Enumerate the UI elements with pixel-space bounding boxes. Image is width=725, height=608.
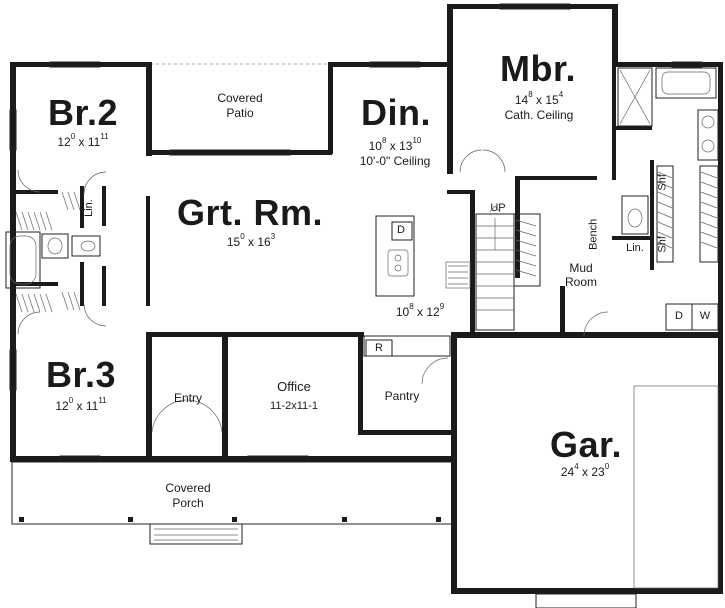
entry-label: Entry — [173, 391, 202, 405]
br3-d: 11 — [85, 399, 99, 413]
great-room-dims: 150 x 163 — [196, 232, 306, 250]
br2-dims: 120 x 1111 — [28, 132, 138, 150]
stairs — [475, 205, 515, 331]
mbr-w-sup: 8 — [528, 90, 533, 99]
windows — [9, 3, 703, 463]
garage-slab — [535, 385, 719, 608]
garage-dims: 244 x 230 — [530, 462, 640, 480]
bench-label: Bench — [587, 218, 600, 250]
din-w-sup: 8 — [381, 136, 387, 145]
kitchen-counter — [363, 261, 471, 357]
dishwasher-label: D — [397, 224, 405, 236]
washer-label: W — [699, 310, 711, 322]
hall-bath — [5, 231, 101, 289]
grt-w-sup: 0 — [240, 232, 245, 241]
master-bedroom-dims: 148 x 154 — [484, 90, 594, 108]
great-room-label: Grt. Rm. — [176, 192, 323, 233]
grt-d-sup: 3 — [270, 232, 276, 241]
exterior-walls — [10, 4, 723, 594]
kit-x: x — [417, 305, 423, 319]
master-bedroom-label: Mbr. — [499, 48, 576, 89]
dining-dims: 108 x 1310 — [340, 136, 450, 154]
kit-w: 10 — [395, 305, 410, 319]
door-swings — [17, 149, 609, 433]
br2-w-sup: 0 — [70, 132, 76, 141]
interior-walls — [14, 62, 654, 460]
mbr-w: 14 — [514, 93, 529, 107]
mud-room-label-line2: Room — [564, 275, 597, 289]
din-d: 13 — [399, 139, 413, 153]
kitchen-island — [375, 215, 415, 297]
gar-d: 23 — [591, 465, 605, 479]
br3-d-sup: 11 — [98, 396, 107, 405]
din-d-sup: 10 — [412, 136, 422, 145]
office-label: Office — [277, 379, 311, 394]
dining-label: Din. — [361, 92, 431, 133]
master-bath — [617, 67, 719, 235]
br3-w-sup: 0 — [68, 396, 74, 405]
grt-d: 16 — [257, 235, 271, 249]
garage-label: Gar. — [549, 424, 623, 465]
br2-d-sup: 11 — [100, 132, 109, 141]
br3-label: Br.3 — [45, 354, 117, 395]
patio-label-line2: Patio — [226, 106, 254, 120]
dining-ceiling-note: 10'-0" Ceiling — [359, 154, 431, 168]
shelf-label-1: Shf — [656, 174, 669, 191]
kit-d-sup: 9 — [439, 302, 445, 311]
stairs-up-label: UP — [490, 202, 506, 214]
br3-dims: 120 x 1111 — [26, 396, 136, 414]
master-ceiling-note: Cath. Ceiling — [504, 108, 574, 122]
linen-closet-label-2: Lin. — [626, 242, 644, 254]
porch-label-line2: Porch — [172, 496, 204, 510]
closet-shelving — [15, 165, 719, 313]
refrigerator-label: R — [375, 342, 383, 354]
mud-room-label-line1: Mud — [569, 261, 593, 275]
pantry-label: Pantry — [384, 389, 420, 403]
mbr-d: 15 — [545, 93, 559, 107]
porch-outline — [11, 457, 453, 545]
grt-x: x — [248, 235, 254, 249]
porch-label-line1: Covered — [165, 481, 211, 495]
shelf-label-2: Shf — [656, 236, 669, 253]
gar-w-sup: 4 — [574, 462, 579, 471]
gar-x: x — [582, 465, 588, 479]
br2-d: 11 — [87, 135, 101, 149]
kit-d: 12 — [426, 305, 440, 319]
patio-label-line1: Covered — [217, 91, 263, 105]
office-dims: 11-2x11-1 — [270, 400, 318, 412]
grt-w: 15 — [226, 235, 241, 249]
kit-w-sup: 8 — [409, 302, 414, 311]
mbr-d-sup: 4 — [558, 90, 564, 99]
br2-x: x — [78, 135, 85, 149]
kitchen-dims: 108 x 129 — [380, 302, 460, 320]
din-w: 10 — [368, 139, 382, 153]
laundry — [665, 303, 719, 331]
din-x: x — [389, 139, 396, 153]
mbr-x: x — [536, 93, 542, 107]
br2-label: Br.2 — [47, 92, 119, 133]
br3-x: x — [76, 399, 83, 413]
gar-d-sup: 0 — [604, 462, 610, 471]
dryer-label: D — [675, 310, 683, 322]
br2-w: 12 — [57, 135, 71, 149]
gar-w: 24 — [560, 465, 575, 479]
linen-closet-label-1: Lin. — [83, 199, 95, 217]
br3-w: 12 — [55, 399, 69, 413]
